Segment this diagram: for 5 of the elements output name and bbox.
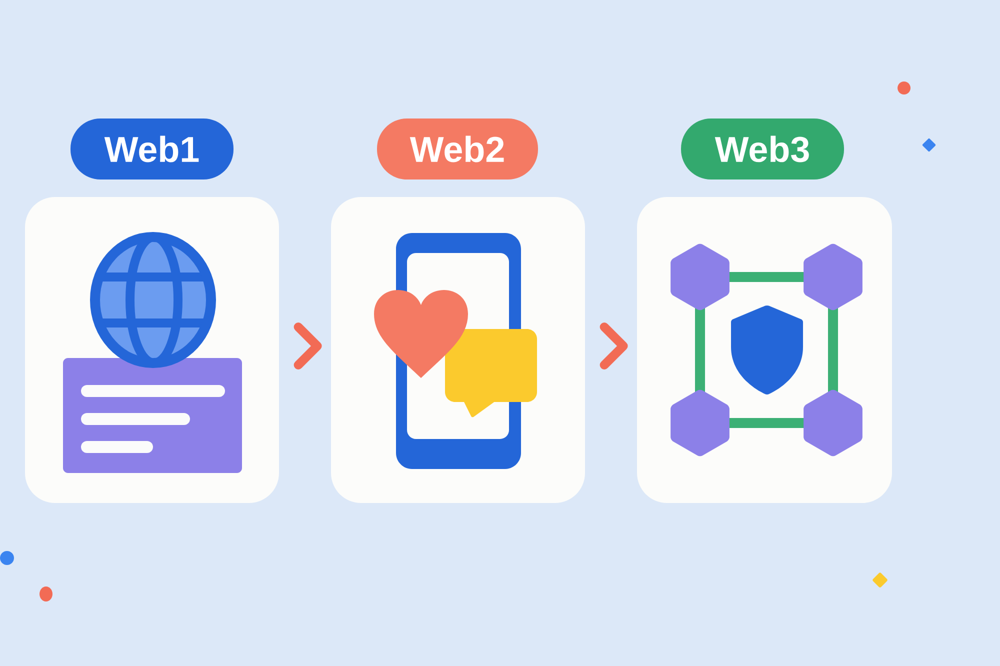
title-pill: Web1 bbox=[70, 118, 234, 180]
chevron-arrow bbox=[294, 322, 322, 370]
title-pill: Web3 bbox=[681, 118, 844, 180]
chevron-arrow bbox=[600, 322, 628, 370]
title-pill: Web2 bbox=[377, 118, 538, 180]
